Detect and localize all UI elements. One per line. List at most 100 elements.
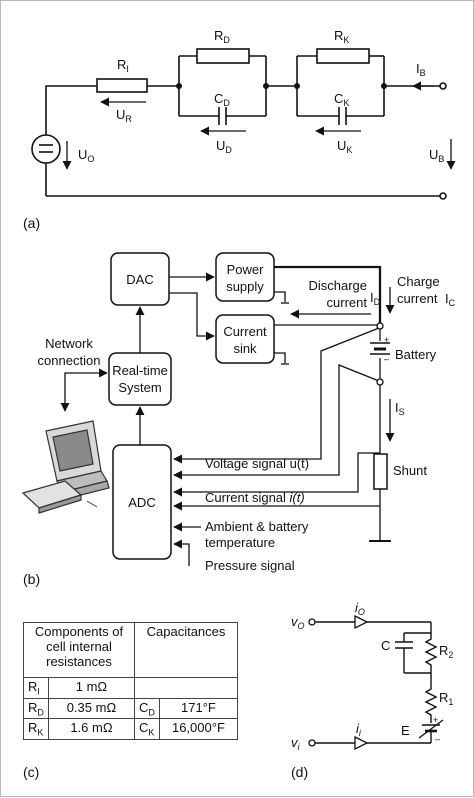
c-label: C [381, 638, 390, 653]
e-minus: – [435, 734, 440, 744]
resistor-r1 [424, 683, 438, 723]
row-rd-cap-symbol: CD [134, 697, 160, 720]
power-supply-label-2: supply [226, 279, 264, 294]
resistor-ri [96, 78, 148, 93]
is-label: IS [395, 400, 405, 417]
pressure-label: Pressure signal [205, 558, 295, 573]
network-label-2: connection [38, 353, 101, 368]
label-ub: UB [429, 147, 444, 164]
realtime-system-block [108, 352, 172, 406]
ii-label: ii [356, 721, 362, 738]
panel-d-wires [315, 621, 444, 744]
table-row: RD 0.35 mΩ CD 171°F [23, 697, 239, 720]
row-rk-value: 1.6 mΩ [47, 718, 136, 740]
panel-b-labels: DAC Power supply Current sink Real-time … [23, 262, 456, 587]
adc-label: ADC [128, 495, 155, 510]
voltage-source-icon [31, 134, 61, 164]
adc-block [112, 444, 172, 560]
current-sink-label-1: Current [223, 324, 267, 339]
table-header-row: Components of cell internal resistances … [23, 622, 238, 678]
row-ri-value: 1 mΩ [47, 677, 136, 699]
label-ri: RI [117, 57, 129, 74]
header-capacitances: Capacitances [134, 622, 238, 678]
panel-c-label: (c) [23, 764, 39, 780]
current-signal-label: Current signal i(t) [205, 490, 305, 505]
header-components: Components of cell internal resistances [23, 622, 135, 678]
current-sink-label-2: sink [233, 341, 257, 356]
discharge-label-2: current [327, 295, 368, 310]
label-rd: RD [214, 28, 230, 45]
terminal-top [439, 82, 447, 90]
panel-b-wires [60, 272, 395, 566]
charge-label-1: Charge [397, 274, 440, 289]
terminal-vi [308, 739, 316, 747]
wire-left [45, 85, 97, 136]
arrow-ii-icon [354, 735, 369, 751]
panel-d-labels: vO iO C R2 R1 + – E vi ii (d) [291, 600, 453, 780]
r1-label: R1 [439, 690, 453, 707]
table-row: RI 1 mΩ [23, 677, 239, 699]
panel-a-label: (a) [23, 215, 40, 231]
charge-label-2: current [397, 291, 438, 306]
terminal-vo [308, 618, 316, 626]
row-rd-symbol: RD [23, 697, 49, 720]
battery-minus: – [384, 354, 389, 364]
realtime-label-1: Real-time [112, 363, 168, 378]
label-ud: UD [216, 138, 232, 155]
terminal-bottom [439, 192, 447, 200]
row-rk-cap-value: 16,000°F [158, 718, 239, 740]
row-rd-value: 0.35 mΩ [47, 697, 136, 720]
vi-label: vi [291, 735, 301, 752]
battery-plus: + [384, 335, 389, 345]
arrow-io-icon [354, 614, 369, 630]
row-rk-symbol: RK [23, 718, 49, 740]
id-label: ID [370, 290, 381, 307]
dac-label: DAC [126, 272, 153, 287]
voltage-signal-label: Voltage signal u(t) [205, 456, 309, 471]
panel-d-label: (d) [291, 764, 308, 780]
vo-label: vO [291, 614, 305, 631]
discharge-label-1: Discharge [308, 278, 367, 293]
label-rk: RK [334, 28, 349, 45]
parameter-table: Components of cell internal resistances … [23, 622, 239, 740]
label-uo: UO [78, 147, 94, 164]
resistor-rk [316, 48, 370, 64]
row-ri-symbol: RI [23, 677, 49, 699]
current-sink-block [215, 314, 275, 364]
realtime-label-2: System [118, 380, 161, 395]
ambient-label-1: Ambient & battery [205, 519, 309, 534]
power-supply-block [215, 252, 275, 302]
network-label-1: Network [45, 336, 93, 351]
row-rk-cap-symbol: CK [134, 718, 160, 740]
panel-a [31, 48, 447, 200]
io-label: iO [355, 600, 365, 617]
resistor-rd [196, 48, 250, 64]
label-ck: CK [334, 91, 349, 108]
power-supply-label-1: Power [227, 262, 265, 277]
ic-label: IC [445, 291, 456, 308]
dac-block [110, 252, 170, 306]
row-ri-cap-symbol [134, 677, 160, 699]
panel-b-blocks [108, 252, 275, 560]
row-ri-cap-value [159, 677, 239, 699]
panel-d-terminals [308, 614, 369, 751]
table-row: RK 1.6 mΩ CK 16,000°F [23, 718, 239, 740]
panel-b-thick [274, 265, 382, 324]
panel-a-labels: RI UR RD CD UD RK CK UK UO IB UB (a) [23, 28, 444, 231]
shunt-label: Shunt [393, 463, 427, 478]
label-ib: IB [416, 61, 426, 78]
r2-label: R2 [439, 643, 453, 660]
e-plus: + [433, 715, 438, 725]
battery-label: Battery [395, 347, 437, 362]
label-ur: UR [116, 107, 132, 124]
shunt-resistor [373, 453, 388, 490]
ambient-label-2: temperature [205, 535, 275, 550]
resistor-r2 [424, 633, 438, 683]
row-rd-cap-value: 171°F [158, 697, 239, 720]
label-uk: UK [337, 138, 352, 155]
label-cd: CD [214, 91, 230, 108]
panel-a-nodes [176, 83, 387, 89]
panel-b-label: (b) [23, 571, 40, 587]
